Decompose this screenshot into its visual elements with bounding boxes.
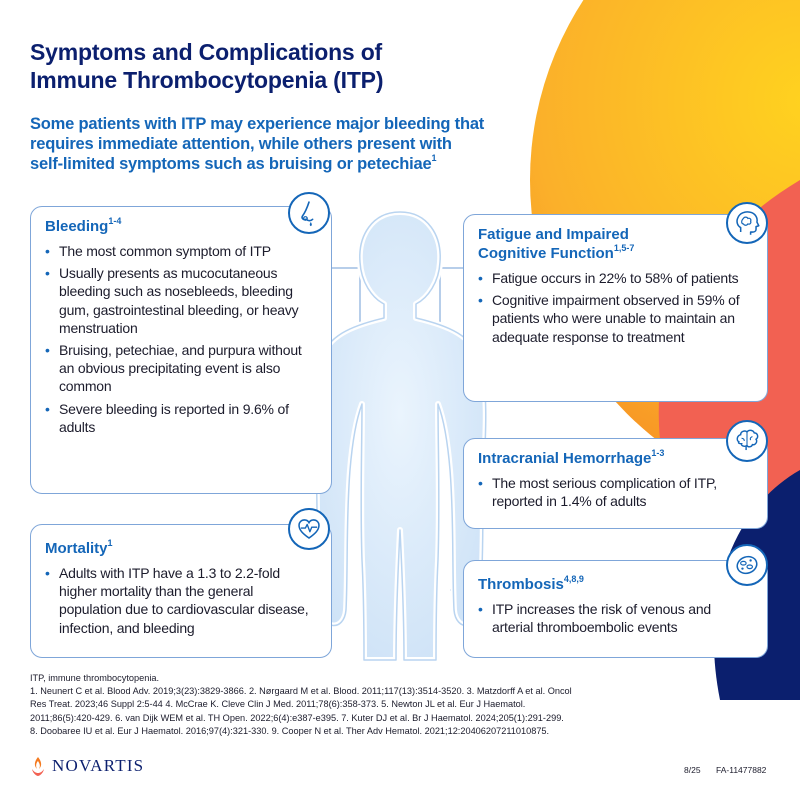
fatigue-title-line-1: Fatigue and Impaired: [478, 226, 629, 243]
intracranial-item: The most serious complication of ITP, re…: [478, 474, 755, 510]
fatigue-title-line-2: Cognitive Function: [478, 245, 614, 262]
title-line-2: Immune Thrombocytopenia (ITP): [30, 67, 384, 93]
thrombosis-title-text: Thrombosis: [478, 576, 564, 593]
mortality-item: Adults with ITP have a 1.3 to 2.2-fold h…: [45, 564, 319, 637]
thrombosis-card-title: Thrombosis4,8,9: [478, 575, 755, 594]
thrombosis-card: Thrombosis4,8,9 ITP increases the risk o…: [463, 560, 768, 658]
heart-heartbeat-icon: [288, 508, 330, 550]
thrombosis-item: ITP increases the risk of venous and art…: [478, 600, 755, 636]
subtitle-line-3: self-limited symptoms such as bruising o…: [30, 155, 432, 173]
novartis-logo: NOVARTIS: [30, 755, 144, 777]
mortality-title-text: Mortality: [45, 540, 108, 557]
reference-line: 8. Doobaree IU et al. Eur J Haematol. 20…: [30, 725, 550, 736]
page-subtitle: Some patients with ITP may experience ma…: [30, 114, 590, 174]
intracranial-title-text: Intracranial Hemorrhage: [478, 450, 652, 467]
thrombosis-reference: 4,8,9: [563, 574, 584, 584]
reference-line: 1. Neunert C et al. Blood Adv. 2019;3(23…: [30, 686, 572, 697]
bleeding-item: Bruising, petechiae, and purpura without…: [45, 341, 319, 396]
blood-clot-icon: [726, 544, 768, 586]
bleeding-title-text: Bleeding: [45, 218, 109, 235]
nose-bleed-icon: [288, 192, 330, 234]
fatigue-list: Fatigue occurs in 22% to 58% of patients…: [478, 269, 755, 346]
fatigue-item: Cognitive impairment observed in 59% of …: [478, 291, 755, 346]
bleeding-list: The most common symptom of ITP Usually p…: [45, 242, 319, 436]
footer-date: 8/25: [684, 765, 701, 775]
bleeding-item: Usually presents as mucocutaneous bleedi…: [45, 264, 319, 337]
bleeding-item: The most common symptom of ITP: [45, 242, 319, 260]
bleeding-card-title: Bleeding1-4: [45, 217, 319, 236]
brain-icon: [726, 420, 768, 462]
subtitle-line-1: Some patients with ITP may experience ma…: [30, 115, 485, 133]
human-body-silhouette: [311, 209, 489, 663]
intracranial-reference: 1-3: [651, 448, 665, 458]
page-title: Symptoms and Complications of Immune Thr…: [30, 38, 590, 94]
connector-lines: [332, 267, 463, 591]
abbreviation-note: ITP, immune thrombocytopenia.: [30, 673, 160, 683]
mortality-reference: 1: [107, 538, 113, 548]
intracranial-list: The most serious complication of ITP, re…: [478, 474, 755, 510]
reference-line: Res Treat. 2023;46 Suppl 2:5-44 4. McCra…: [30, 699, 526, 710]
mortality-card-title: Mortality1: [45, 539, 319, 558]
mortality-list: Adults with ITP have a 1.3 to 2.2-fold h…: [45, 564, 319, 637]
fatigue-reference: 1,5-7: [613, 243, 635, 253]
reference-line: 2011;86(5):420-429. 6. van Dijk WEM et a…: [30, 712, 564, 723]
subtitle-line-2: requires immediate attention, while othe…: [30, 135, 452, 153]
thrombosis-list: ITP increases the risk of venous and art…: [478, 600, 755, 636]
intracranial-hemorrhage-card: Intracranial Hemorrhage1-3 The most seri…: [463, 438, 768, 529]
subtitle-reference: 1: [431, 153, 437, 163]
footer-code: FA-11477882: [716, 765, 767, 775]
fatigue-card: Fatigue and Impaired Cognitive Function1…: [463, 214, 768, 402]
brand-name: NOVARTIS: [52, 756, 145, 775]
fatigue-item: Fatigue occurs in 22% to 58% of patients: [478, 269, 755, 287]
bleeding-reference: 1-4: [108, 216, 122, 226]
bleeding-card: Bleeding1-4 The most common symptom of I…: [30, 206, 332, 494]
references: ITP, immune thrombocytopenia. 1. Neunert…: [30, 672, 770, 738]
flame-logo-icon: [32, 757, 44, 776]
fatigue-card-title: Fatigue and Impaired Cognitive Function1…: [478, 225, 755, 263]
title-line-1: Symptoms and Complications of: [30, 39, 383, 65]
head-brain-icon: [726, 202, 768, 244]
bleeding-item: Severe bleeding is reported in 9.6% of a…: [45, 400, 319, 436]
intracranial-card-title: Intracranial Hemorrhage1-3: [478, 449, 755, 468]
mortality-card: Mortality1 Adults with ITP have a 1.3 to…: [30, 524, 332, 658]
